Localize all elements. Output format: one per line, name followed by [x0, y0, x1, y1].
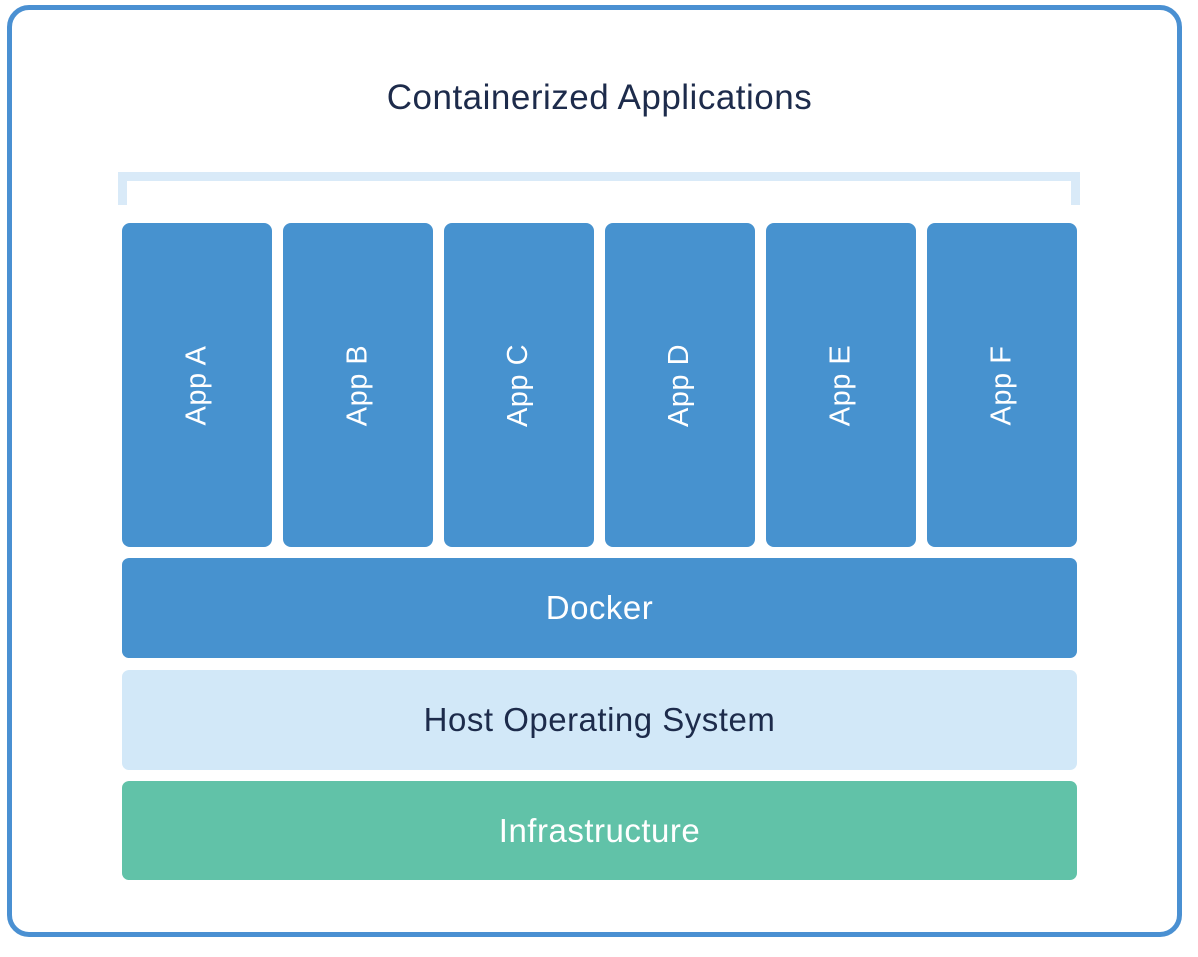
outer-frame — [7, 5, 1182, 937]
app-label-c: App C — [502, 343, 535, 427]
app-box-d: App D — [605, 223, 755, 547]
app-label-e: App E — [824, 344, 857, 426]
app-label-f: App F — [985, 345, 1018, 425]
app-box-c: App C — [444, 223, 594, 547]
containerized-apps-row: App A App B App C App D App E App F — [122, 223, 1077, 547]
app-label-b: App B — [341, 344, 374, 426]
diagram-title: Containerized Applications — [386, 78, 813, 117]
apps-group-bracket — [118, 172, 1080, 205]
app-box-e: App E — [766, 223, 916, 547]
app-box-f: App F — [927, 223, 1077, 547]
app-label-a: App A — [180, 345, 213, 425]
infrastructure-layer: Infrastructure — [122, 781, 1077, 880]
app-label-d: App D — [663, 343, 696, 427]
app-box-a: App A — [122, 223, 272, 547]
host-operating-system-layer: Host Operating System — [122, 670, 1077, 770]
docker-layer: Docker — [122, 558, 1077, 658]
app-box-b: App B — [283, 223, 433, 547]
